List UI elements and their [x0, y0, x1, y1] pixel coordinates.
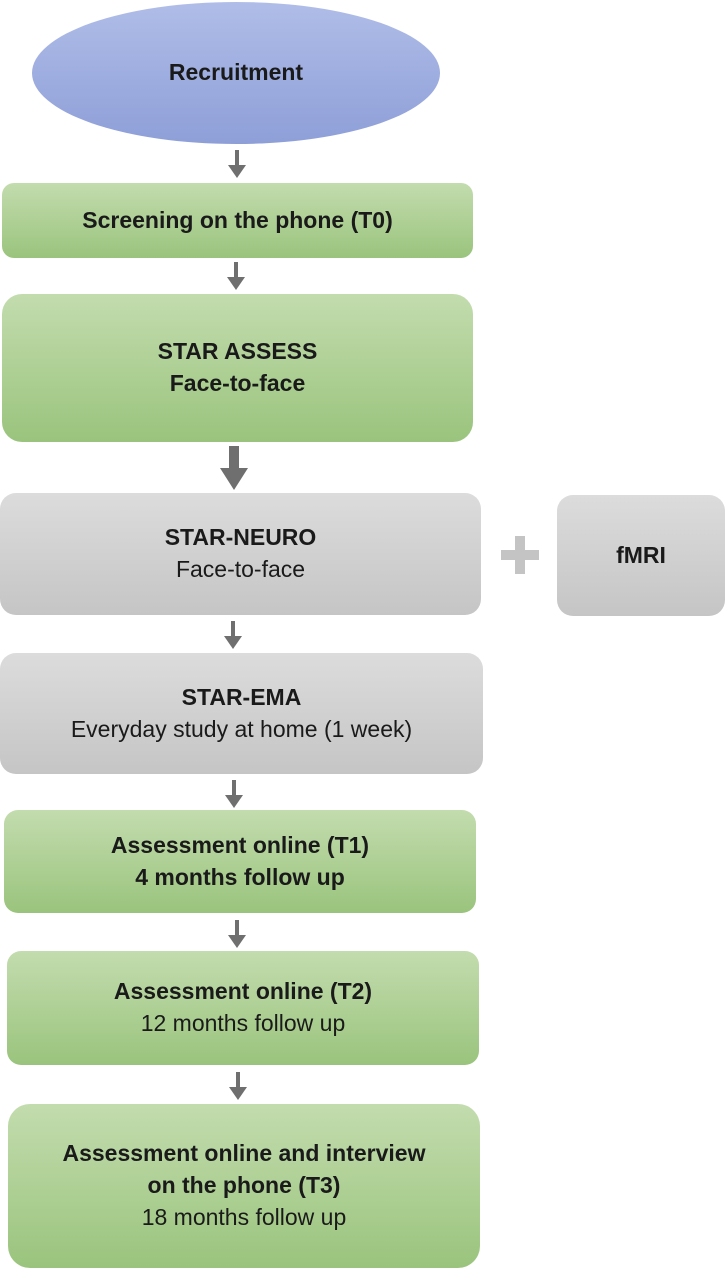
fmri-label: fMRI: [616, 541, 666, 568]
arrow-t2-to-t3: [229, 1072, 247, 1100]
t3-title-line2: on the phone (T3): [147, 1172, 341, 1199]
star-ema-node: STAR-EMA Everyday study at home (1 week): [0, 653, 483, 774]
star-neuro-node: STAR-NEURO Face-to-face: [0, 493, 481, 615]
arrow-recruitment-to-screening: [228, 150, 246, 178]
t3-title-line1: Assessment online and interview: [62, 1140, 426, 1167]
t1-node: Assessment online (T1) 4 months follow u…: [4, 810, 476, 913]
t1-title: Assessment online (T1): [110, 831, 370, 858]
star-ema-subtitle: Everyday study at home (1 week): [70, 715, 413, 742]
recruitment-label: Recruitment: [168, 59, 304, 86]
star-assess-node: STAR ASSESS Face-to-face: [2, 294, 473, 442]
t3-subtitle: 18 months follow up: [141, 1203, 347, 1230]
recruitment-node: Recruitment: [32, 2, 440, 144]
fmri-node: fMRI: [557, 495, 725, 616]
star-neuro-subtitle: Face-to-face: [175, 556, 306, 582]
screening-node: Screening on the phone (T0): [2, 183, 473, 258]
t2-node: Assessment online (T2) 12 months follow …: [7, 951, 479, 1065]
arrow-neuro-to-ema: [224, 621, 242, 649]
arrow-screening-to-assess: [227, 262, 245, 290]
t3-node: Assessment online and interview on the p…: [8, 1104, 480, 1268]
arrow-t1-to-t2: [228, 920, 246, 948]
star-assess-subtitle: Face-to-face: [169, 370, 306, 396]
star-ema-title: STAR-EMA: [181, 683, 302, 710]
t2-subtitle: 12 months follow up: [140, 1010, 346, 1036]
star-assess-title: STAR ASSESS: [157, 338, 318, 365]
screening-label: Screening on the phone (T0): [82, 206, 393, 233]
arrow-ema-to-t1: [225, 780, 243, 808]
t1-subtitle: 4 months follow up: [135, 863, 345, 890]
t2-title: Assessment online (T2): [113, 978, 373, 1005]
star-neuro-title: STAR-NEURO: [164, 524, 317, 551]
arrow-assess-to-neuro: [220, 446, 248, 490]
plus-icon: [501, 536, 539, 574]
